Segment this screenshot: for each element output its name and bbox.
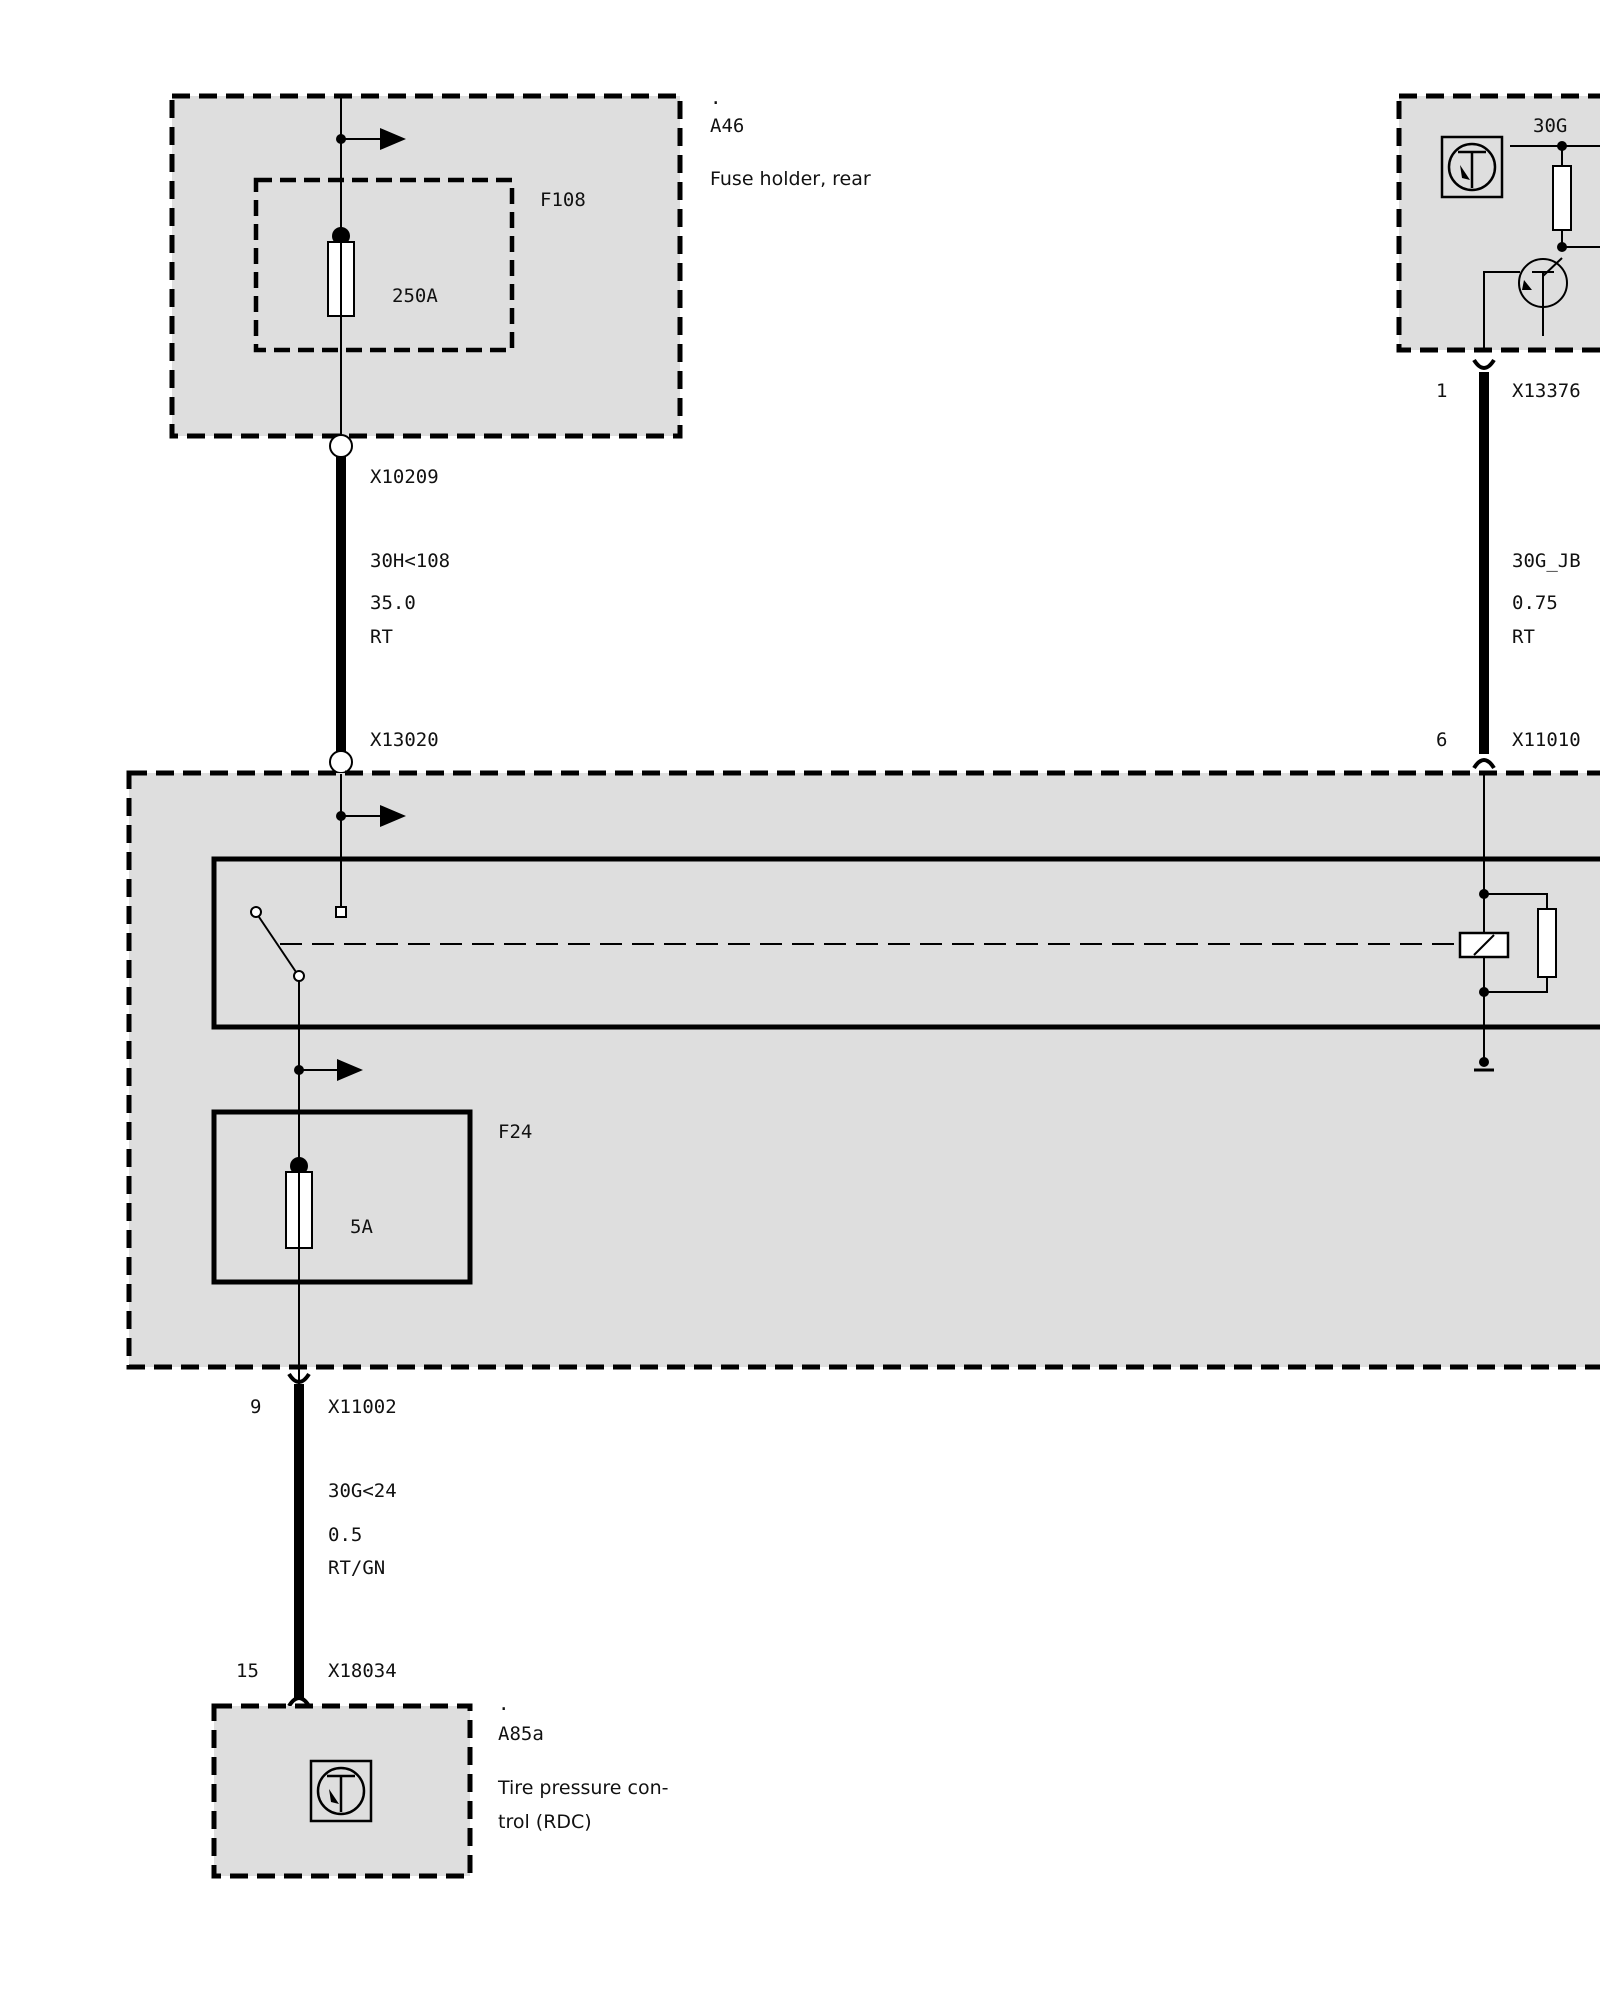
pin-9: 9 xyxy=(250,1396,261,1418)
transistor-icon xyxy=(1518,257,1568,336)
fuse-id-f24: F24 xyxy=(498,1121,532,1143)
fuse-icon xyxy=(327,227,355,317)
control-unit-icon xyxy=(309,1759,373,1823)
connector-x10209: X10209 xyxy=(370,466,439,488)
wire-30g-24 xyxy=(287,1372,311,1708)
connector-x13020: X13020 xyxy=(370,729,439,751)
branch-arrow-icon xyxy=(336,128,406,150)
branch-arrow-icon xyxy=(336,805,406,827)
a85a-id: A85a xyxy=(498,1723,544,1745)
right-control-module: 30G xyxy=(1396,93,1600,353)
connector-x18034: X18034 xyxy=(328,1660,397,1682)
wire-gauge-35: 35.0 xyxy=(370,592,416,614)
wire-color-rt-left: RT xyxy=(370,626,393,648)
resistor-icon xyxy=(1537,908,1557,978)
a46-dot: . xyxy=(710,87,721,109)
wire-color-rt-gn: RT/GN xyxy=(328,1557,385,1579)
switch-icon xyxy=(250,906,305,982)
a85a-dot: . xyxy=(498,1693,509,1715)
wire-signal-30h: 30H<108 xyxy=(370,550,450,572)
wire-30g-jb xyxy=(1472,358,1496,770)
fuse-rating-f24: 5A xyxy=(350,1216,373,1238)
wire-gauge-05: 0.5 xyxy=(328,1524,362,1546)
terminal-30g: 30G xyxy=(1533,115,1567,137)
connector-x11002: X11002 xyxy=(328,1396,397,1418)
fuse-icon xyxy=(285,1157,313,1249)
a46-id: A46 xyxy=(710,115,744,137)
a85a-name-line2: trol (RDC) xyxy=(498,1811,592,1833)
wire-signal-30g-24: 30G<24 xyxy=(328,1480,397,1502)
connector-x11010: X11010 xyxy=(1512,729,1581,751)
fuse-rating-f108: 250A xyxy=(392,285,438,307)
pin-6: 6 xyxy=(1436,729,1447,751)
ground-icon xyxy=(1474,1057,1494,1072)
fuse-id-f108: F108 xyxy=(540,189,586,211)
pin-15: 15 xyxy=(236,1660,259,1682)
a85a-name-line1: Tire pressure con- xyxy=(497,1777,669,1799)
junction-box: 5A F24 xyxy=(126,770,1600,1384)
control-unit-icon xyxy=(1440,135,1504,199)
resistor-icon xyxy=(1552,146,1572,250)
connector-x13376: X13376 xyxy=(1512,380,1581,402)
branch-arrow-icon xyxy=(294,1059,363,1081)
wire-signal-30g-jb: 30G_JB xyxy=(1512,550,1581,572)
a46-name: Fuse holder, rear xyxy=(710,168,871,190)
pin-1: 1 xyxy=(1436,380,1447,402)
fuse-holder-a46: 250A F108 xyxy=(169,93,683,439)
tire-pressure-control-a85a xyxy=(211,1703,473,1879)
wire-30h-108 xyxy=(329,434,353,774)
relay-coil-icon xyxy=(1458,931,1510,959)
wire-color-rt-right: RT xyxy=(1512,626,1535,648)
wire-gauge-075: 0.75 xyxy=(1512,592,1558,614)
